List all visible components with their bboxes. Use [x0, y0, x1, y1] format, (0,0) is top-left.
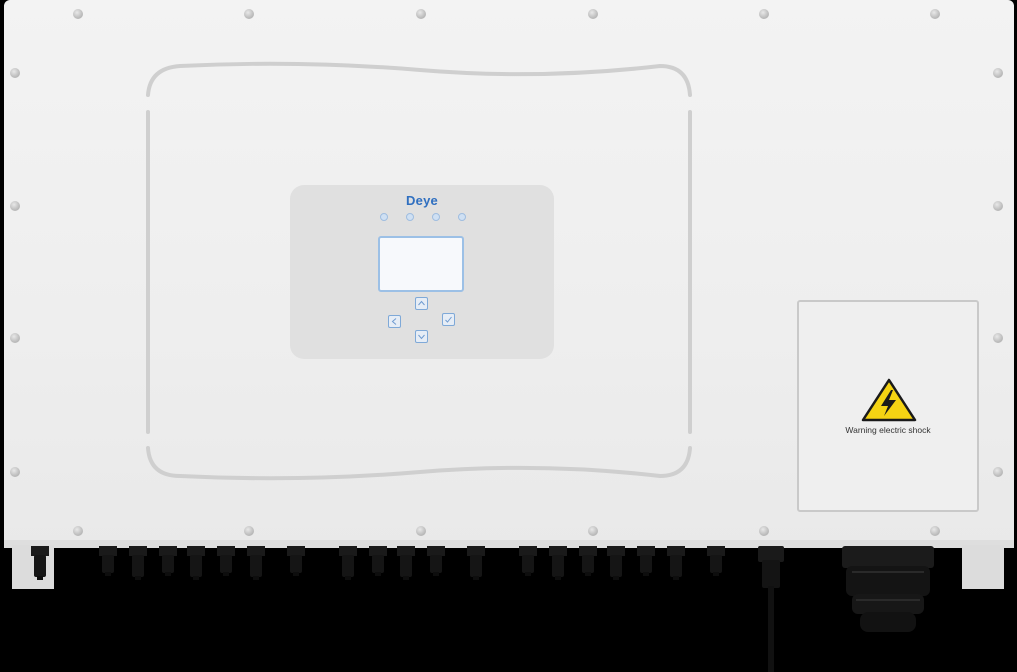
bolt	[416, 526, 426, 536]
bolt	[10, 68, 20, 78]
dc-connector	[247, 546, 265, 580]
warning-label: Warning electric shock	[845, 425, 931, 435]
bolt	[244, 9, 254, 19]
bolt	[588, 9, 598, 19]
bolt	[10, 467, 20, 477]
lcd-screen	[378, 236, 464, 292]
dc-connector	[427, 546, 445, 576]
mounting-foot-right	[962, 545, 1004, 589]
bolt	[73, 9, 83, 19]
status-led	[432, 213, 440, 221]
bolt	[244, 526, 254, 536]
bolt	[993, 201, 1003, 211]
bolt	[588, 526, 598, 536]
status-led	[380, 213, 388, 221]
dc-connector	[549, 546, 567, 580]
left-arrow-icon[interactable]	[388, 315, 401, 328]
bolt	[73, 526, 83, 536]
dc-connector	[579, 546, 597, 576]
high-voltage-triangle-icon	[861, 378, 917, 422]
bolt	[10, 333, 20, 343]
dc-connector	[637, 546, 655, 576]
bolt	[759, 526, 769, 536]
dc-connector	[129, 546, 147, 580]
dc-connector	[397, 546, 415, 580]
dc-connector	[187, 546, 205, 580]
dc-connector	[31, 546, 49, 580]
down-arrow-icon[interactable]	[415, 330, 428, 343]
bolt	[993, 68, 1003, 78]
status-led	[458, 213, 466, 221]
dc-connector	[369, 546, 387, 576]
up-arrow-icon[interactable]	[415, 297, 428, 310]
bolt	[993, 333, 1003, 343]
dc-connector	[467, 546, 485, 580]
dc-connector	[667, 546, 685, 580]
dc-connector	[99, 546, 117, 576]
bolt	[993, 467, 1003, 477]
brand-logo: Deye	[406, 193, 438, 208]
bolt	[930, 526, 940, 536]
dc-connector	[519, 546, 537, 576]
dc-connector	[217, 546, 235, 576]
dc-connector	[339, 546, 357, 580]
dc-connector	[707, 546, 725, 576]
bolt	[416, 9, 426, 19]
dc-connector	[159, 546, 177, 576]
wiring-access-cover: Warning electric shock	[797, 300, 979, 512]
bolt	[759, 9, 769, 19]
enter-icon[interactable]	[442, 313, 455, 326]
dc-connector	[287, 546, 305, 576]
status-led	[406, 213, 414, 221]
bolt	[930, 9, 940, 19]
display-panel: Deye	[290, 185, 554, 359]
bolt	[10, 201, 20, 211]
dc-connector	[607, 546, 625, 580]
bottom-plate	[4, 540, 1014, 548]
